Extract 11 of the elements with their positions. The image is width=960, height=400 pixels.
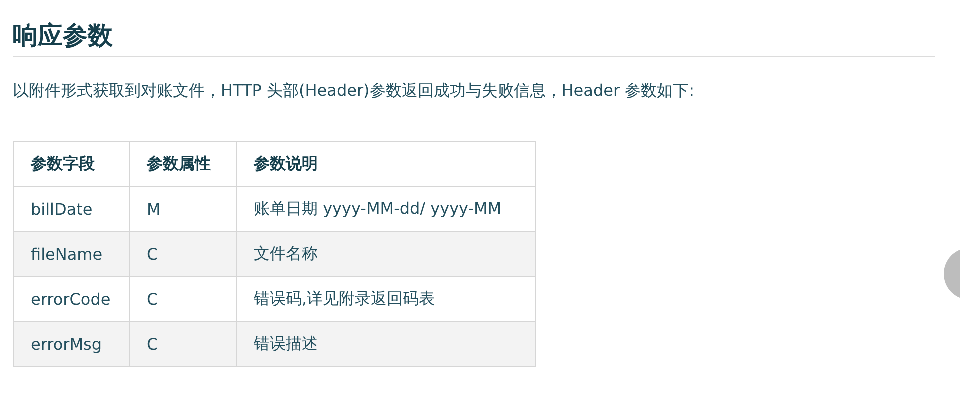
table-cell: 错误描述 — [236, 322, 536, 366]
header-cell: 参数字段 — [14, 142, 130, 186]
table-cell: C — [130, 322, 236, 366]
table-cell: errorMsg — [14, 322, 130, 366]
table-cell: 文件名称 — [236, 232, 536, 276]
header-cell: 参数属性 — [130, 142, 236, 186]
intro-text: 以附件形式获取到对账文件，HTTP 头部(Header)参数返回成功与失败信息，Header 参数如下: — [13, 80, 695, 102]
table-cell: C — [130, 232, 236, 276]
header-cell: 参数说明 — [236, 142, 536, 186]
page-heading: 响应参数 — [13, 20, 113, 52]
table-cell: fileName — [14, 232, 130, 276]
